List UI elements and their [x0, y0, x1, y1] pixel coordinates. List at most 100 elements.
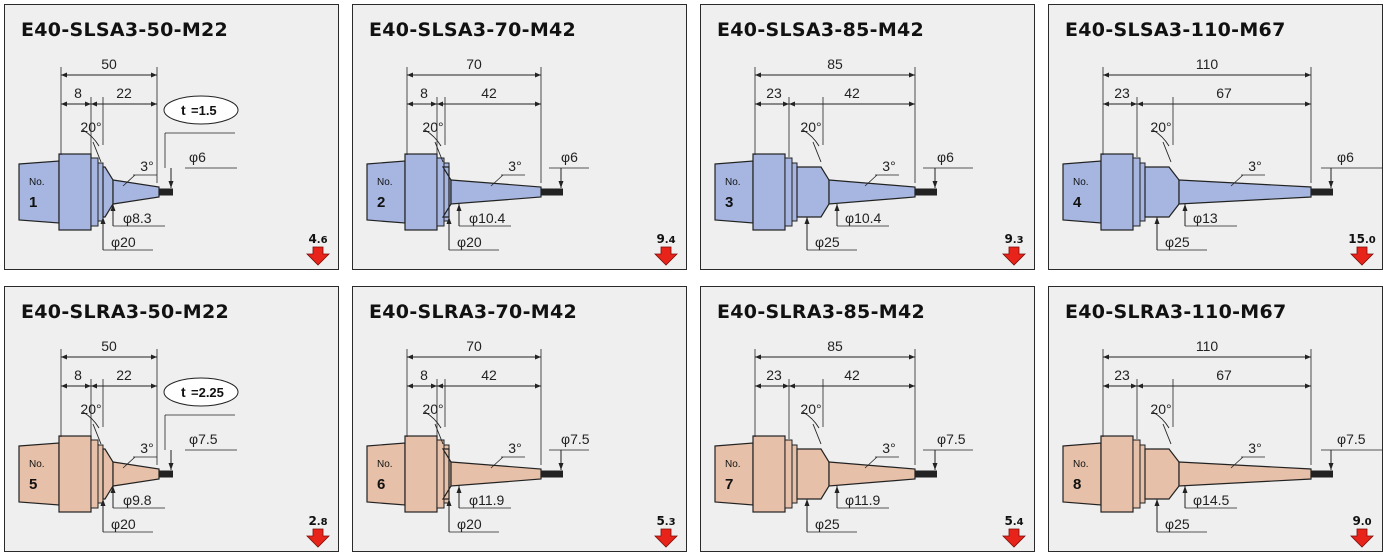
taper-section	[112, 179, 160, 205]
flange-collar	[58, 153, 92, 231]
overall-length: 110	[1196, 338, 1219, 354]
thickness-label: t	[181, 102, 186, 118]
flange-groove	[784, 439, 793, 509]
segment-b-length: 42	[481, 367, 497, 383]
weight-decimal: .3	[665, 517, 676, 528]
tool-drawing	[366, 435, 563, 513]
tip-end	[915, 188, 937, 196]
product-code-title: E40-SLSA3-50-M22	[21, 19, 228, 41]
weight-integer: 9	[1004, 232, 1012, 246]
shank-body	[366, 442, 406, 506]
product-code-title: E40-SLSA3-70-M42	[369, 19, 576, 41]
flange-ring	[1139, 162, 1146, 222]
svg-text:9.3: 9.3	[1004, 232, 1023, 246]
tool-number: 6	[377, 476, 385, 493]
flange-groove	[784, 157, 793, 227]
tool-number: 3	[725, 194, 733, 211]
segment-b-length: 42	[844, 367, 860, 383]
overall-length: 85	[827, 338, 843, 354]
tip-end	[915, 470, 937, 478]
flange-groove	[436, 439, 445, 509]
product-code-title: E40-SLSA3-85-M42	[717, 19, 924, 41]
taper-angle: 3°	[140, 158, 153, 174]
taper-angle: 3°	[882, 440, 895, 456]
segment-b-length: 67	[1216, 367, 1232, 383]
flange-collar	[1100, 435, 1134, 513]
weight-integer: 9	[656, 232, 664, 246]
thickness-value: =2.25	[191, 385, 224, 400]
weight-decimal: .0	[1365, 235, 1376, 246]
down-arrow-icon	[654, 528, 678, 548]
flange-angle: 20°	[1150, 119, 1171, 135]
svg-text:9.0: 9.0	[1352, 514, 1371, 528]
shank-body	[366, 160, 406, 224]
tool-number: 7	[725, 476, 733, 493]
shank-body	[18, 442, 60, 506]
tool-number: 5	[29, 476, 37, 493]
weight-indicator: 15.0	[1348, 232, 1376, 266]
weight-indicator: 2.8	[306, 514, 330, 548]
taper-angle: 3°	[1248, 158, 1261, 174]
taper-section	[1178, 461, 1312, 487]
flange-angle: 20°	[800, 119, 821, 135]
neck-diameter: φ10.4	[469, 210, 506, 226]
svg-text:4.6: 4.6	[308, 232, 327, 246]
down-arrow-icon	[306, 528, 330, 548]
dimension-lines	[754, 349, 973, 533]
dimension-lines	[1102, 349, 1382, 533]
taper-angle: 3°	[508, 440, 521, 456]
number-label: No.	[377, 459, 393, 470]
number-label: No.	[725, 459, 741, 470]
segment-a-length: 8	[74, 367, 82, 383]
dimension-lines	[60, 67, 237, 251]
product-code-title: E40-SLRA3-110-M67	[1065, 301, 1287, 323]
product-code-title: E40-SLRA3-85-M42	[717, 301, 925, 323]
flange-collar	[404, 435, 438, 513]
svg-text:2.8: 2.8	[308, 514, 327, 528]
tip-end	[159, 188, 173, 196]
segment-b-length: 22	[116, 367, 132, 383]
svg-text:9.4: 9.4	[656, 232, 675, 246]
weight-integer: 5	[1004, 514, 1012, 528]
down-arrow-icon	[1350, 246, 1374, 266]
base-diameter: φ25	[1165, 516, 1190, 532]
taper-section	[450, 461, 542, 487]
weight-indicator: 5.3	[654, 514, 678, 548]
neck-section	[1144, 448, 1180, 500]
base-diameter: φ20	[457, 516, 482, 532]
shank-body	[18, 160, 60, 224]
flange-groove	[1132, 157, 1141, 227]
segment-a-length: 23	[766, 367, 782, 383]
shank-body	[1062, 160, 1102, 224]
flange-groove	[436, 157, 445, 227]
tip-diameter: φ6	[1337, 149, 1354, 165]
tool-drawing	[714, 153, 937, 231]
product-code-title: E40-SLRA3-50-M22	[21, 301, 229, 323]
flange-collar	[1100, 153, 1134, 231]
overall-length: 85	[827, 56, 843, 72]
shank-body	[714, 442, 754, 506]
taper-section	[828, 461, 916, 487]
number-label: No.	[377, 177, 393, 188]
base-diameter: φ25	[815, 234, 840, 250]
flange-collar	[752, 435, 786, 513]
number-label: No.	[725, 177, 741, 188]
flange-angle: 20°	[80, 119, 101, 135]
flange-ring	[1139, 444, 1146, 504]
weight-decimal: .3	[1013, 235, 1024, 246]
weight-indicator: 9.4	[654, 232, 678, 266]
tip-diameter: φ7.5	[937, 431, 966, 447]
flange-angle: 20°	[422, 119, 443, 135]
weight-decimal: .0	[1361, 517, 1372, 528]
base-diameter: φ25	[1165, 234, 1190, 250]
overall-length: 50	[101, 56, 117, 72]
segment-b-length: 67	[1216, 85, 1232, 101]
neck-diameter: φ11.9	[845, 492, 881, 508]
number-label: No.	[29, 177, 45, 188]
shank-body	[714, 160, 754, 224]
